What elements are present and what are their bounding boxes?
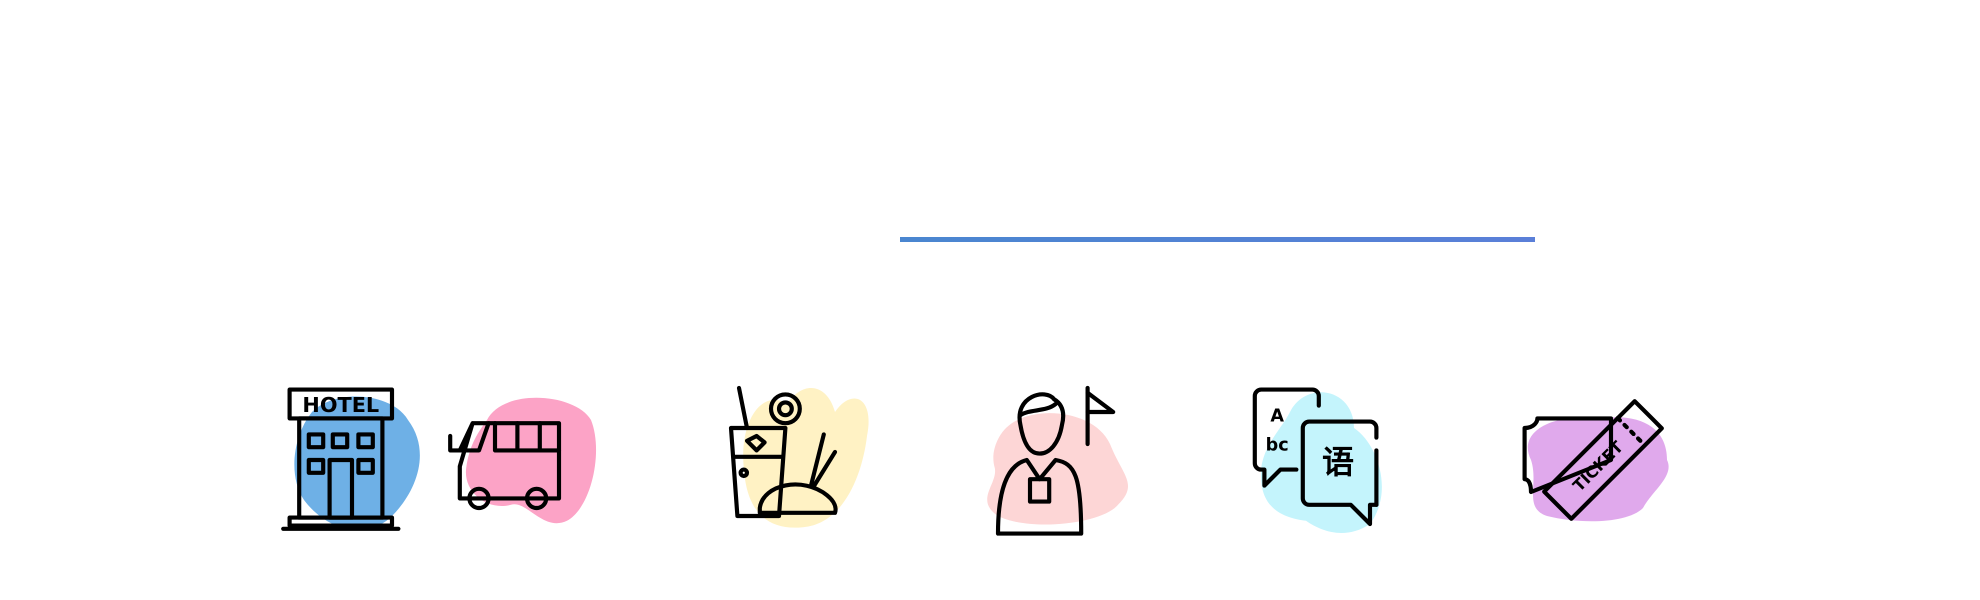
language-icon: A bc 语 bbox=[1242, 380, 1402, 540]
ticket-icon: TICKET bbox=[1515, 380, 1675, 540]
latin-upper-text: A bbox=[1270, 407, 1284, 427]
latin-lower-text: bc bbox=[1266, 435, 1289, 455]
hotel-icon: HOTEL bbox=[280, 380, 440, 540]
chinese-text: 语 bbox=[1322, 443, 1354, 481]
hotel-sign-text: HOTEL bbox=[302, 393, 379, 417]
food-drink-icon bbox=[715, 380, 875, 540]
section-divider bbox=[900, 237, 1535, 242]
tour-guide-icon bbox=[982, 380, 1142, 540]
bus-icon bbox=[447, 380, 607, 540]
